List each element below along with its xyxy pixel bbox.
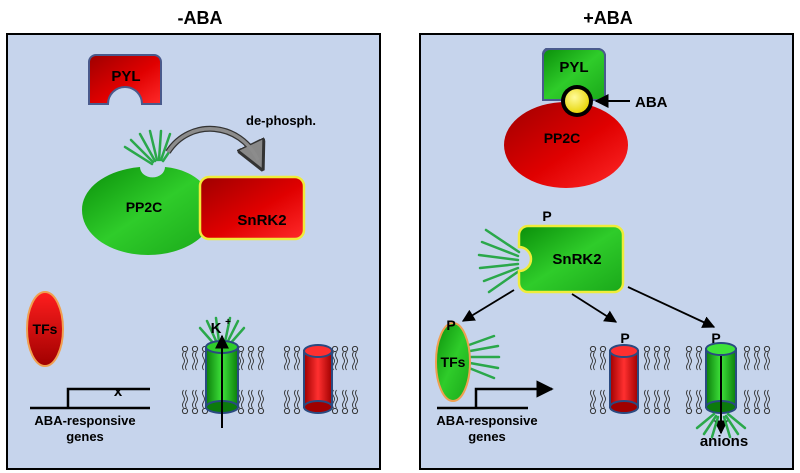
snrk2-label-right: SnRK2 [552,251,601,268]
gene-active-right: ABA-responsive genes [436,380,554,444]
anion-channel-right: P anions [695,330,748,450]
pp2c-label-left: PP2C [126,199,163,215]
blocked-mark: x [114,383,123,400]
anion-channel-left [303,344,333,414]
dephosph-arrow: de-phosph. [165,113,316,160]
tfs-left: TFs [26,291,64,367]
genes-label-right-line2: genes [468,429,506,444]
potassium-label: K [211,320,222,337]
anions-label: anions [700,433,748,450]
snrk2-target-arrows [461,286,716,328]
pp2c-activity-rays-left [123,129,180,166]
snrk2-phospho: P [542,208,551,224]
pp2c-right: PP2C [504,102,628,188]
tfs-right: TFs P [435,317,501,402]
pp2c-left: PP2C [82,167,214,255]
potassium-channel-left: K + [198,316,246,428]
dephosph-label: de-phosph. [246,113,316,128]
pyl-label-left: PYL [111,68,140,85]
pyl-label-right: PYL [559,59,588,76]
anion-phospho: P [711,330,720,346]
aba-ligand: ABA [561,85,668,117]
left-panel-title: -ABA [178,8,223,28]
snrk2-right: SnRK2 P [477,208,625,294]
gene-blocked-left: x ABA-responsive genes [30,383,150,444]
pp2c-label-right: PP2C [544,130,581,146]
genes-label-left-line1: ABA-responsive [34,413,135,428]
potassium-superscript: + [225,317,231,328]
potassium-channel-right: P [609,330,639,414]
kchannel-phospho: P [620,330,629,346]
tfs-label-left: TFs [33,321,58,337]
genes-label-left-line2: genes [66,429,104,444]
snrk2-label-left: SnRK2 [237,212,286,229]
aba-label: ABA [635,94,668,111]
pyl-receptor-right: PYL [541,48,606,101]
tfs-phospho: P [446,317,455,333]
pyl-receptor-left: PYL [88,54,162,105]
genes-label-right-line1: ABA-responsive [436,413,537,428]
snrk2-left: SnRK2 [198,175,306,241]
right-panel-title: +ABA [583,8,633,28]
tfs-label-right: TFs [441,354,466,370]
